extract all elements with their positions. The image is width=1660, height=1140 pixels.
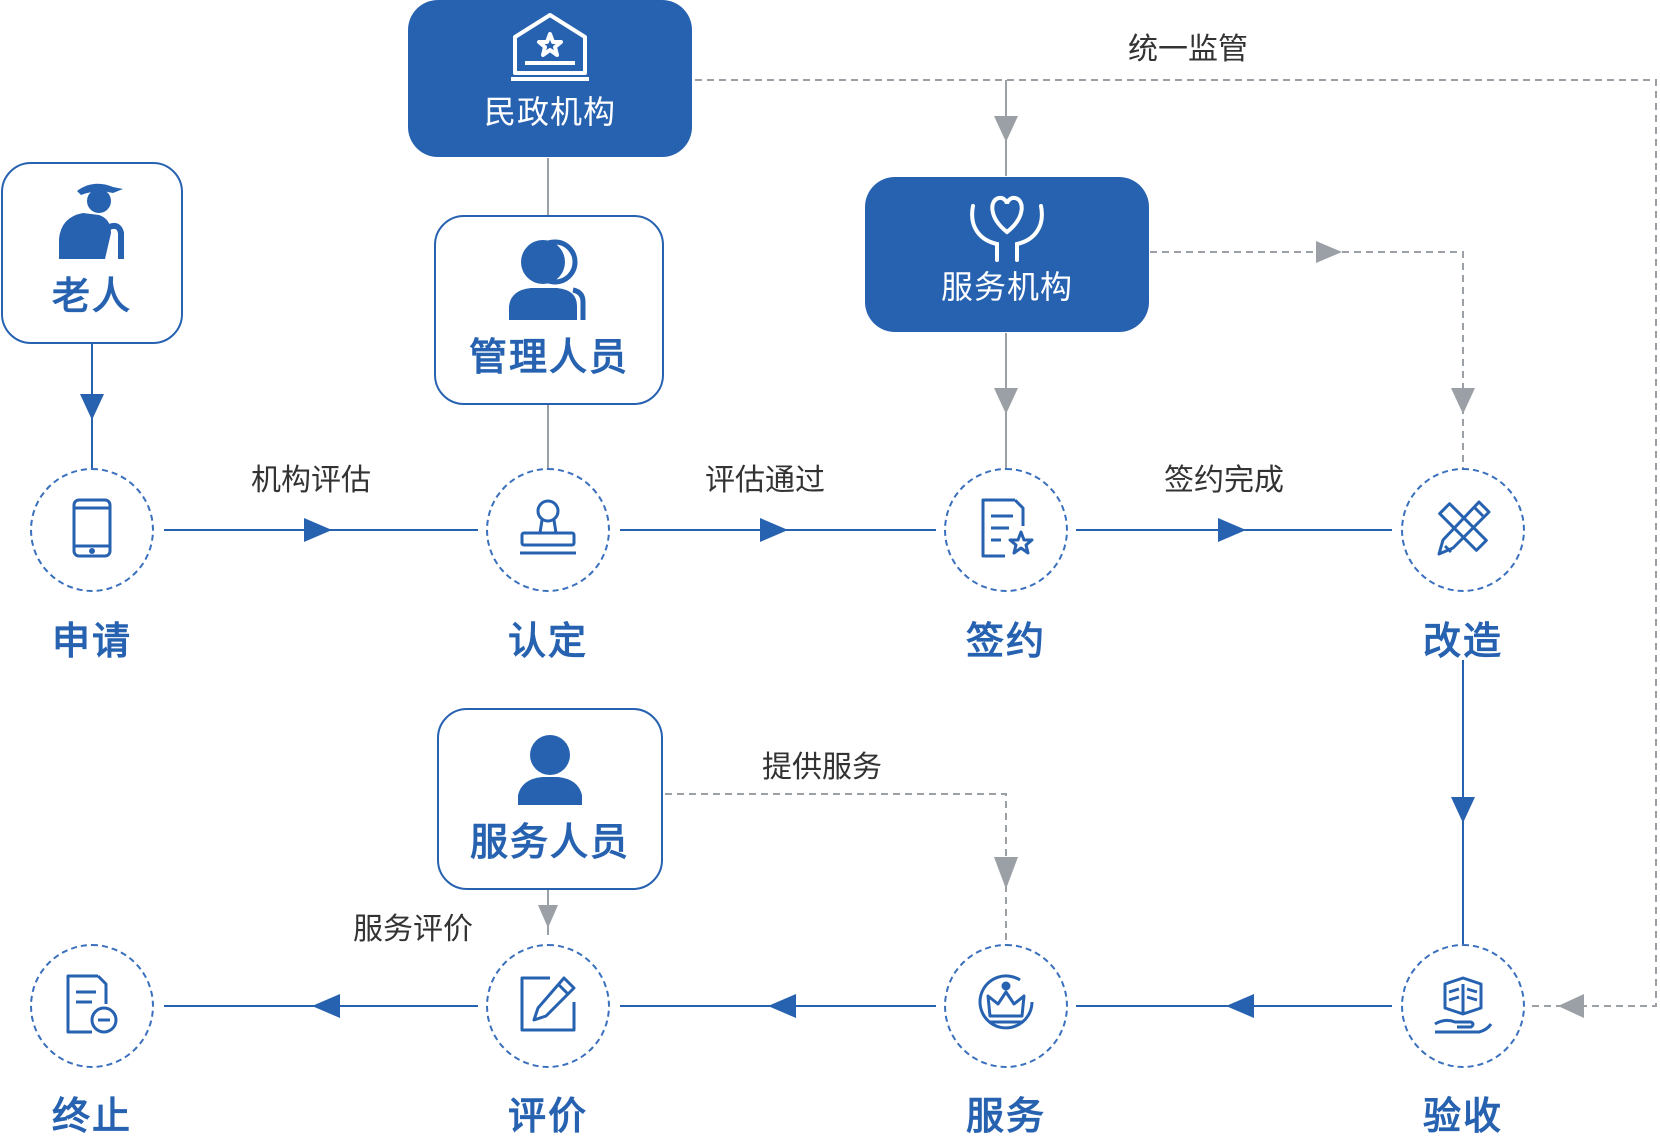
service-staff-label: 服务人员 — [469, 820, 630, 864]
step-service-node — [944, 944, 1068, 1068]
admin-staff-label: 管理人员 — [468, 335, 629, 379]
step-apply-node — [30, 468, 154, 592]
arrow-right-1 — [304, 518, 332, 542]
arrow-down-accept — [1451, 797, 1475, 823]
arrow-down-sign — [994, 388, 1018, 414]
service-staff-box: 服务人员 — [437, 708, 663, 890]
edge-label-service-evaluation: 服务评价 — [353, 912, 473, 947]
edge-label-unified-supervision: 统一监管 — [1128, 32, 1248, 67]
edge-label-assessment-passed: 评估通过 — [705, 463, 825, 498]
civil-affairs-box: 民政机构 — [408, 0, 692, 157]
step-confirm-node — [486, 468, 610, 592]
step-end-label: 终止 — [51, 1094, 132, 1138]
dashed-staff-to-service — [665, 793, 1007, 945]
arrow-left-2 — [768, 994, 796, 1018]
hand-books-icon — [1431, 972, 1495, 1040]
arrow-left-accept — [1558, 994, 1584, 1018]
ruler-pencil-icon — [1431, 496, 1495, 564]
contract-icon — [975, 496, 1037, 564]
civil-affairs-label: 民政机构 — [483, 93, 616, 131]
arrow-down-service-org — [994, 116, 1018, 142]
arrow-right-dashed — [1316, 241, 1342, 263]
step-confirm-label: 认定 — [507, 619, 588, 663]
crown-icon — [974, 972, 1038, 1040]
arrow-down-evaluate — [538, 905, 558, 928]
people-icon — [501, 236, 597, 322]
arrow-down-apply — [80, 394, 104, 420]
step-accept-node — [1401, 944, 1525, 1068]
arrow-right-2 — [760, 518, 788, 542]
step-evaluate-node — [486, 944, 610, 1068]
arrow-down-renovate — [1451, 388, 1475, 414]
admin-staff-box: 管理人员 — [434, 215, 664, 405]
step-apply-label: 申请 — [51, 619, 132, 663]
person-icon — [514, 733, 586, 805]
gray-arrowheads — [538, 116, 1584, 1018]
blue-connectors — [91, 343, 1464, 1007]
arrow-left-3 — [312, 994, 340, 1018]
arrow-left-1 — [1226, 994, 1254, 1018]
step-accept-label: 验收 — [1422, 1094, 1503, 1138]
edit-icon — [516, 972, 580, 1040]
edge-label-contract-done: 签约完成 — [1164, 463, 1284, 498]
service-org-label: 服务机构 — [940, 268, 1073, 306]
stamp-icon — [516, 497, 580, 563]
step-service-label: 服务 — [965, 1094, 1046, 1138]
step-sign-node — [944, 468, 1068, 592]
blue-arrowheads — [80, 394, 1475, 1018]
document-minus-icon — [62, 972, 122, 1040]
step-evaluate-label: 评价 — [507, 1094, 588, 1138]
arrow-right-3 — [1218, 518, 1246, 542]
mobile-phone-icon — [69, 497, 115, 563]
elderly-box: 老人 — [1, 162, 183, 344]
elderly-person-icon — [53, 177, 131, 259]
arrow-down-service — [994, 857, 1018, 889]
step-sign-label: 签约 — [965, 619, 1046, 663]
service-org-box: 服务机构 — [865, 177, 1149, 332]
heart-hands-icon — [965, 186, 1049, 262]
government-building-icon — [507, 7, 593, 87]
step-end-node — [30, 944, 154, 1068]
dashed-service-org-to-renovate — [1150, 251, 1464, 468]
dashed-supervision-line — [695, 79, 1657, 1007]
edge-label-provide-service: 提供服务 — [762, 750, 882, 785]
elderly-label: 老人 — [51, 274, 132, 318]
edge-label-org-assessment: 机构评估 — [251, 463, 371, 498]
step-renovate-node — [1401, 468, 1525, 592]
step-renovate-label: 改造 — [1422, 619, 1503, 663]
